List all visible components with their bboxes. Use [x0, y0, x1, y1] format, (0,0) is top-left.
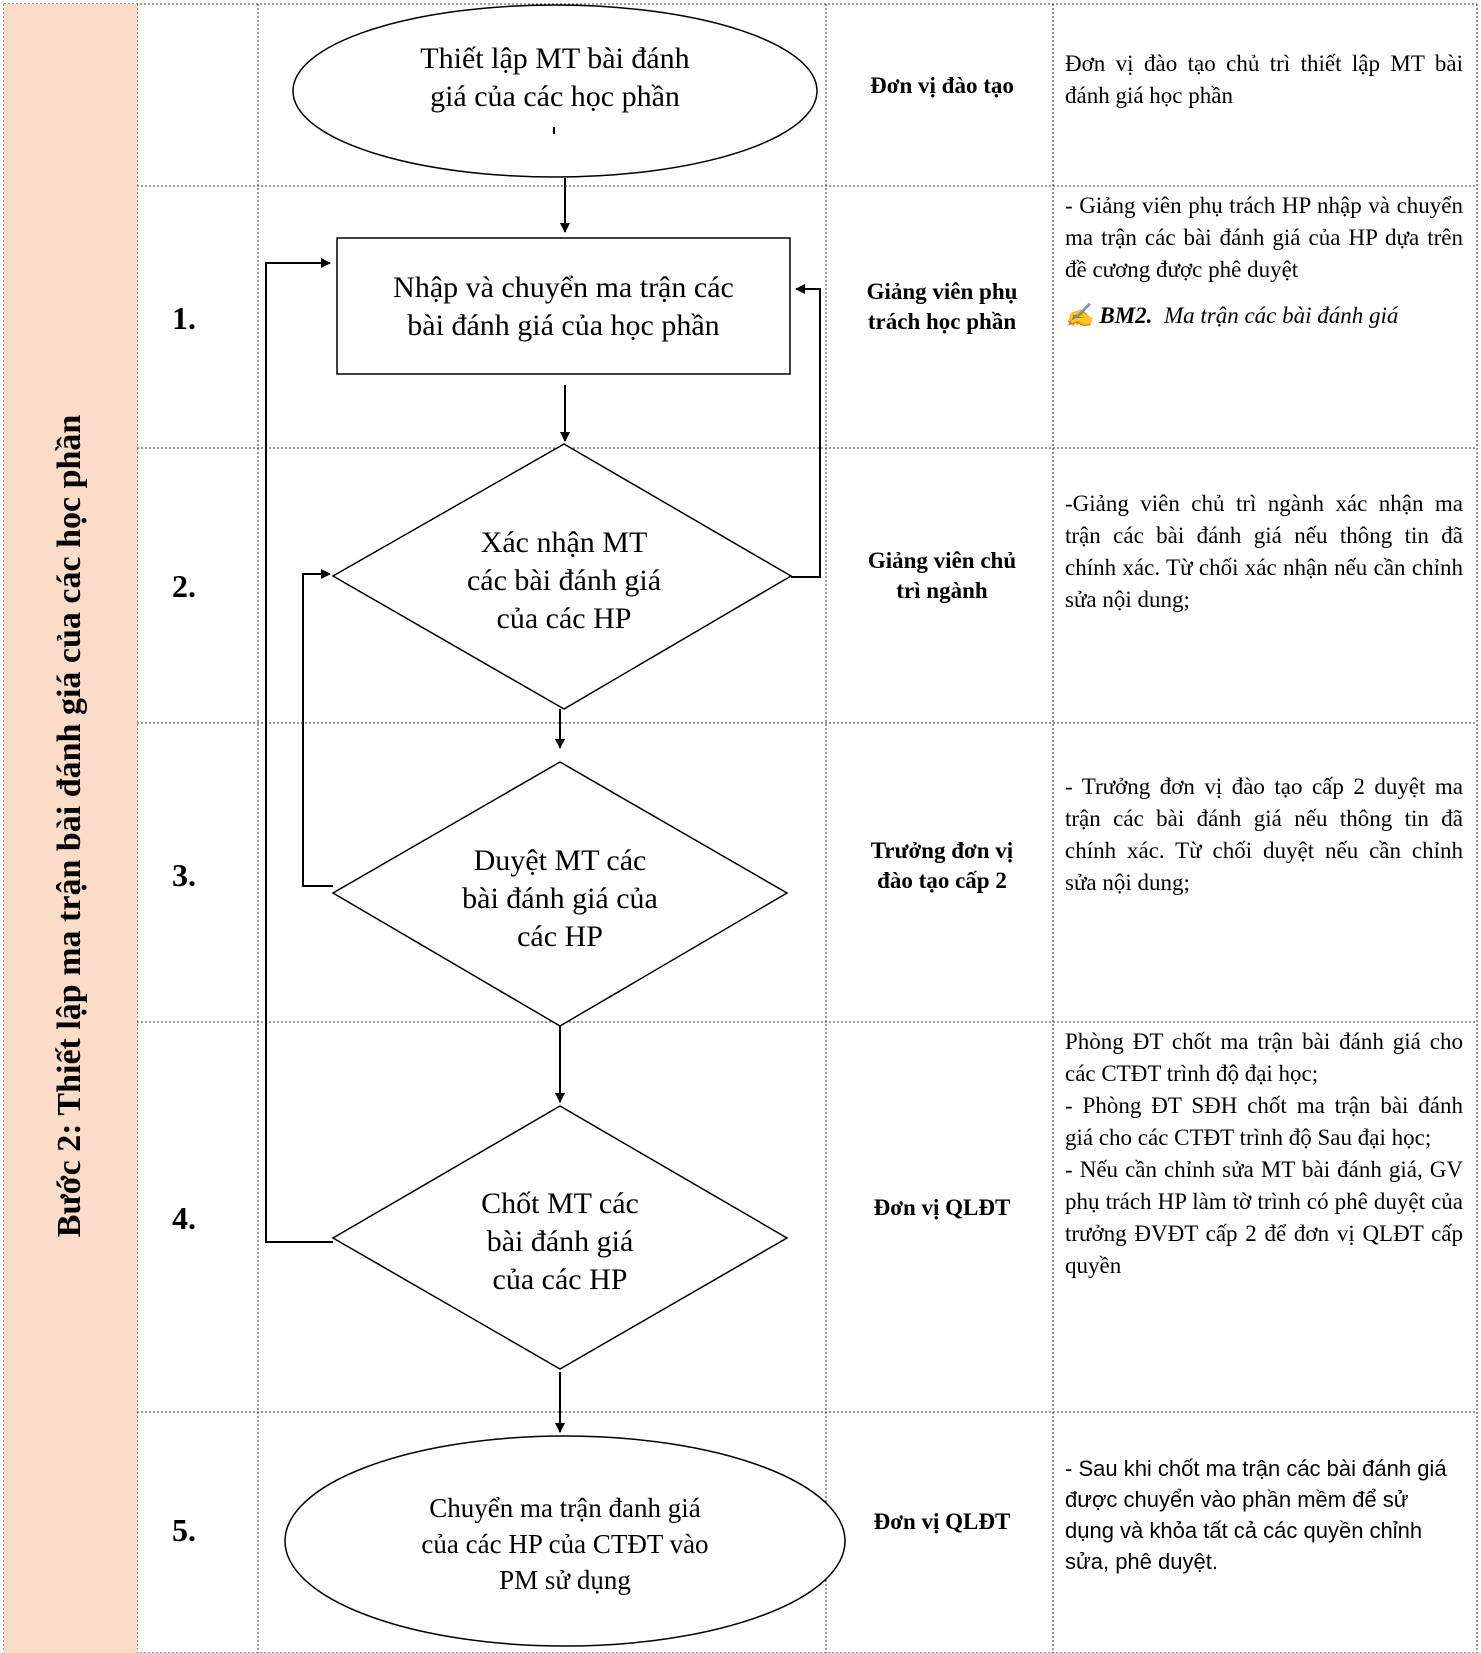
decision-node-3-label: Duyệt MT các bài đánh giá của các HP [410, 842, 710, 956]
role-line: trì ngành [896, 578, 988, 603]
description-text: -Giảng viên chủ trì ngành xác nhận ma tr… [1065, 491, 1463, 612]
node-line: Thiết lập MT bài đánh [420, 42, 690, 75]
node-line: bài đánh giá của học phần [407, 309, 720, 342]
end-node-label: Chuyển ma trận đanh giá của các HP của C… [345, 1490, 785, 1598]
node-line: của các HP [492, 1263, 628, 1296]
node-line: của các HP [496, 602, 632, 635]
node-line: các HP [517, 920, 603, 953]
end-node [284, 1435, 846, 1647]
node-line: bài đánh giá [486, 1225, 634, 1258]
role-start: Đơn vị đào tạo [828, 71, 1056, 101]
role-step-4: Đơn vị QLĐT [828, 1193, 1056, 1223]
description-text: - Giảng viên phụ trách HP nhập và chuyển… [1065, 193, 1463, 282]
section-sidebar [4, 4, 137, 1653]
form-code: BM2. [1099, 303, 1153, 328]
description-start: Đơn vị đào tạo chủ trì thiết lập MT bài … [1065, 48, 1463, 112]
role-line: Giảng viên phụ [866, 279, 1018, 304]
node-line: Xác nhận MT [480, 526, 648, 559]
step-number-1: 1. [172, 300, 196, 336]
role-line: Đơn vị đào tạo [870, 73, 1014, 98]
decision-node-2 [331, 443, 793, 710]
description-step-3: - Trưởng đơn vị đào tạo cấp 2 duyệt ma t… [1065, 771, 1463, 899]
node-line: Chuyển ma trận đanh giá [429, 1493, 701, 1523]
start-node [292, 4, 818, 178]
return-arrow-4-to-1 [265, 258, 333, 1243]
decision-node-4-label: Chốt MT các bài đánh giá của các HP [410, 1185, 710, 1299]
role-line: Đơn vị QLĐT [873, 1509, 1011, 1534]
node-line: giá của các học phần [430, 80, 680, 113]
step-number-4: 4. [172, 1200, 196, 1236]
form-name: Ma trận các bài đánh giá [1163, 303, 1399, 328]
role-step-3: Trưởng đơn vị đào tạo cấp 2 [828, 836, 1056, 896]
node-line: Chốt MT các [481, 1187, 639, 1220]
node-line: của các HP của CTĐT vào [421, 1529, 709, 1559]
process-node-1 [336, 237, 791, 375]
step-number-2: 2. [172, 568, 196, 604]
role-step-2: Giảng viên chủ trì ngành [828, 546, 1056, 606]
role-line: Đơn vị QLĐT [873, 1195, 1011, 1220]
step-number-3: 3. [172, 857, 196, 893]
description-step-1: - Giảng viên phụ trách HP nhập và chuyển… [1065, 190, 1463, 332]
node-line: Nhập và chuyển ma trận các [393, 271, 734, 304]
role-line: trách học phần [867, 309, 1017, 334]
role-line: đào tạo cấp 2 [877, 868, 1007, 893]
role-step-5: Đơn vị QLĐT [828, 1507, 1056, 1537]
form-reference: ✍ BM2. Ma trận các bài đánh giá [1065, 300, 1463, 332]
node-line: các bài đánh giá [466, 564, 662, 597]
node-line: Duyệt MT các [473, 844, 647, 877]
description-text: - Phòng ĐT SĐH chốt ma trận bài đánh giá… [1065, 1093, 1463, 1150]
writing-hand-icon: ✍ [1065, 303, 1094, 328]
step-number-5: 5. [172, 1512, 196, 1548]
description-step-4: Phòng ĐT chốt ma trận bài đánh giá cho c… [1065, 1026, 1463, 1282]
return-arrow-2-to-1 [791, 284, 821, 578]
role-step-1: Giảng viên phụ trách học phần [828, 277, 1056, 337]
description-step-5: - Sau khi chốt ma trận các bài đánh giá … [1065, 1453, 1463, 1577]
node-line: PM sử dụng [499, 1565, 631, 1595]
return-arrow-3-to-2 [302, 569, 333, 887]
decision-node-2-label: Xác nhận MT các bài đánh giá của các HP [414, 524, 714, 638]
role-line: Giảng viên chủ [867, 548, 1017, 573]
description-text: - Trưởng đơn vị đào tạo cấp 2 duyệt ma t… [1065, 774, 1463, 895]
start-node-label: Thiết lập MT bài đánh giá của các học ph… [360, 40, 750, 116]
decision-node-4 [331, 1105, 789, 1370]
description-text: Đơn vị đào tạo chủ trì thiết lập MT bài … [1065, 51, 1463, 108]
description-text: - Nếu cần chỉnh sửa MT bài đánh giá, GV … [1065, 1157, 1463, 1278]
description-text: - Sau khi chốt ma trận các bài đánh giá … [1065, 1456, 1447, 1574]
description-text: Phòng ĐT chốt ma trận bài đánh giá cho c… [1065, 1029, 1463, 1086]
node-line: bài đánh giá của [462, 882, 658, 915]
description-step-2: -Giảng viên chủ trì ngành xác nhận ma tr… [1065, 488, 1463, 616]
process-node-1-label: Nhập và chuyển ma trận các bài đánh giá … [345, 269, 782, 345]
role-line: Trưởng đơn vị [870, 838, 1014, 863]
